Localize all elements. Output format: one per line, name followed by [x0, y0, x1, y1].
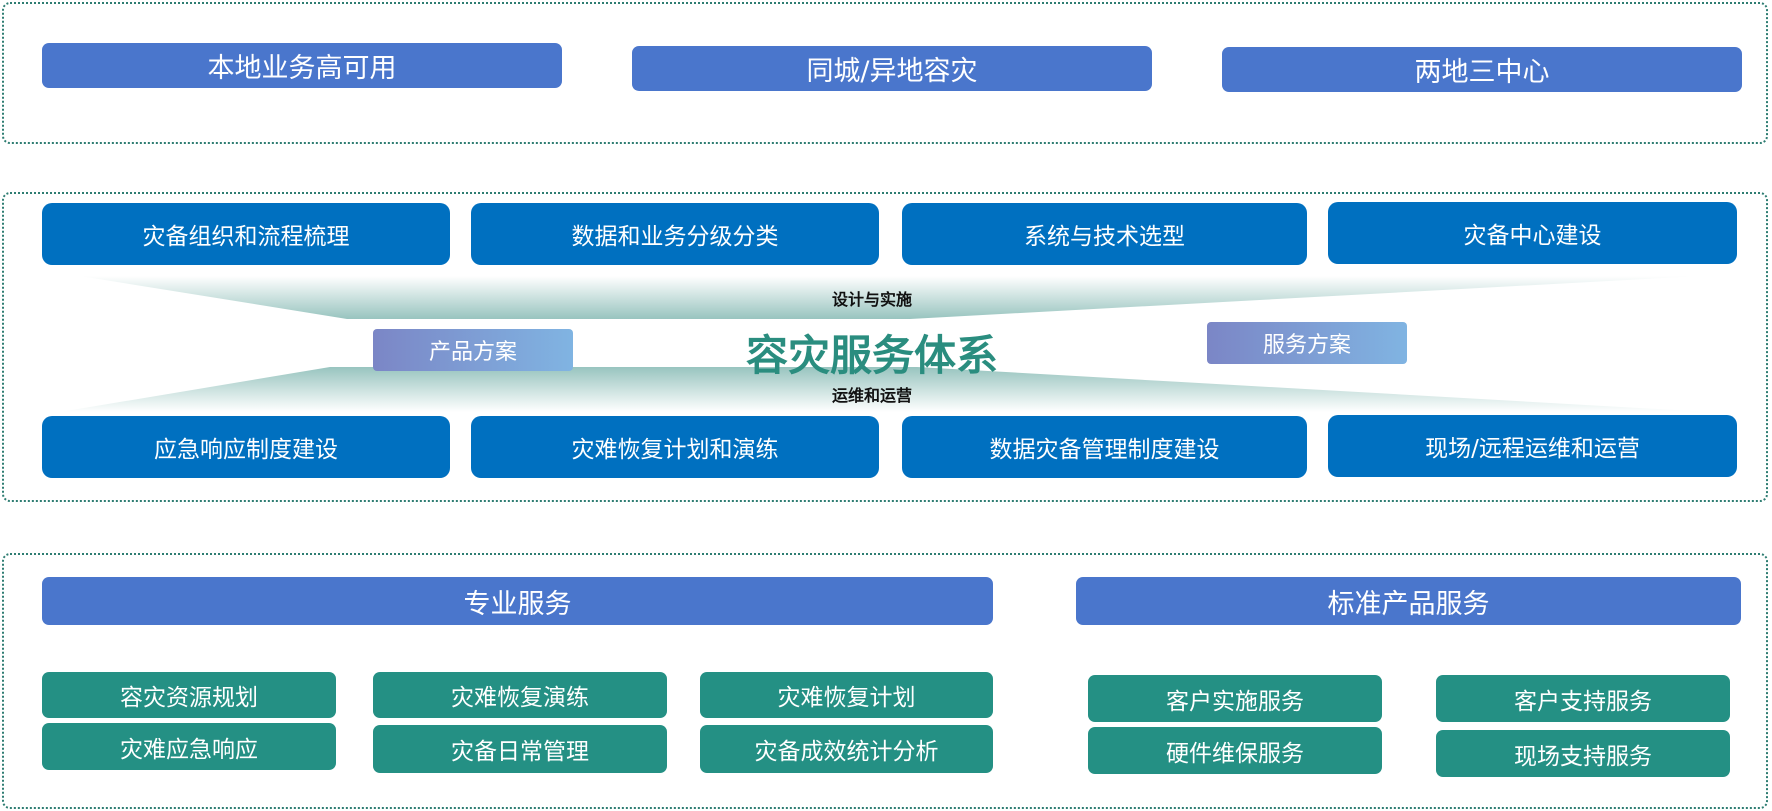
ops-item: 应急响应制度建设: [42, 416, 450, 478]
standard-services-header: 标准产品服务: [1076, 577, 1741, 625]
design-item: 数据和业务分级分类: [471, 203, 879, 265]
professional-item: 灾难恢复计划: [700, 672, 993, 718]
service-system-section: [2, 192, 1768, 502]
design-item: 灾备组织和流程梳理: [42, 203, 450, 265]
ops-item: 数据灾备管理制度建设: [902, 416, 1307, 478]
scenario-section: [2, 2, 1768, 144]
design-funnel: [80, 276, 1700, 319]
professional-services-header: 专业服务: [42, 577, 993, 625]
ops-label: 运维和运营: [831, 386, 913, 405]
standard-item: 硬件维保服务: [1088, 727, 1382, 774]
professional-item: 灾难应急响应: [42, 723, 336, 770]
standard-item: 客户支持服务: [1436, 675, 1730, 722]
scenario-two-sites-three-centers: 两地三中心: [1222, 47, 1742, 92]
design-item: 系统与技术选型: [902, 203, 1307, 265]
professional-item: 灾难恢复演练: [373, 672, 667, 718]
design-item: 灾备中心建设: [1328, 202, 1737, 264]
professional-item: 灾备成效统计分析: [700, 725, 993, 773]
product-plan-tag: 产品方案: [373, 329, 573, 371]
standard-item: 现场支持服务: [1436, 730, 1730, 777]
ops-funnel: [60, 367, 1710, 412]
services-section: [2, 553, 1768, 809]
service-plan-tag: 服务方案: [1207, 322, 1407, 364]
scenario-same-city-remote-dr: 同城/异地容灾: [632, 46, 1152, 91]
standard-item: 客户实施服务: [1088, 675, 1382, 722]
scenario-local-ha: 本地业务高可用: [42, 43, 562, 88]
ops-item: 灾难恢复计划和演练: [471, 416, 879, 478]
professional-item: 灾备日常管理: [373, 725, 667, 773]
center-title: 容灾服务体系: [745, 331, 999, 380]
professional-item: 容灾资源规划: [42, 672, 336, 718]
ops-item: 现场/远程运维和运营: [1328, 415, 1737, 477]
design-label: 设计与实施: [831, 290, 913, 309]
